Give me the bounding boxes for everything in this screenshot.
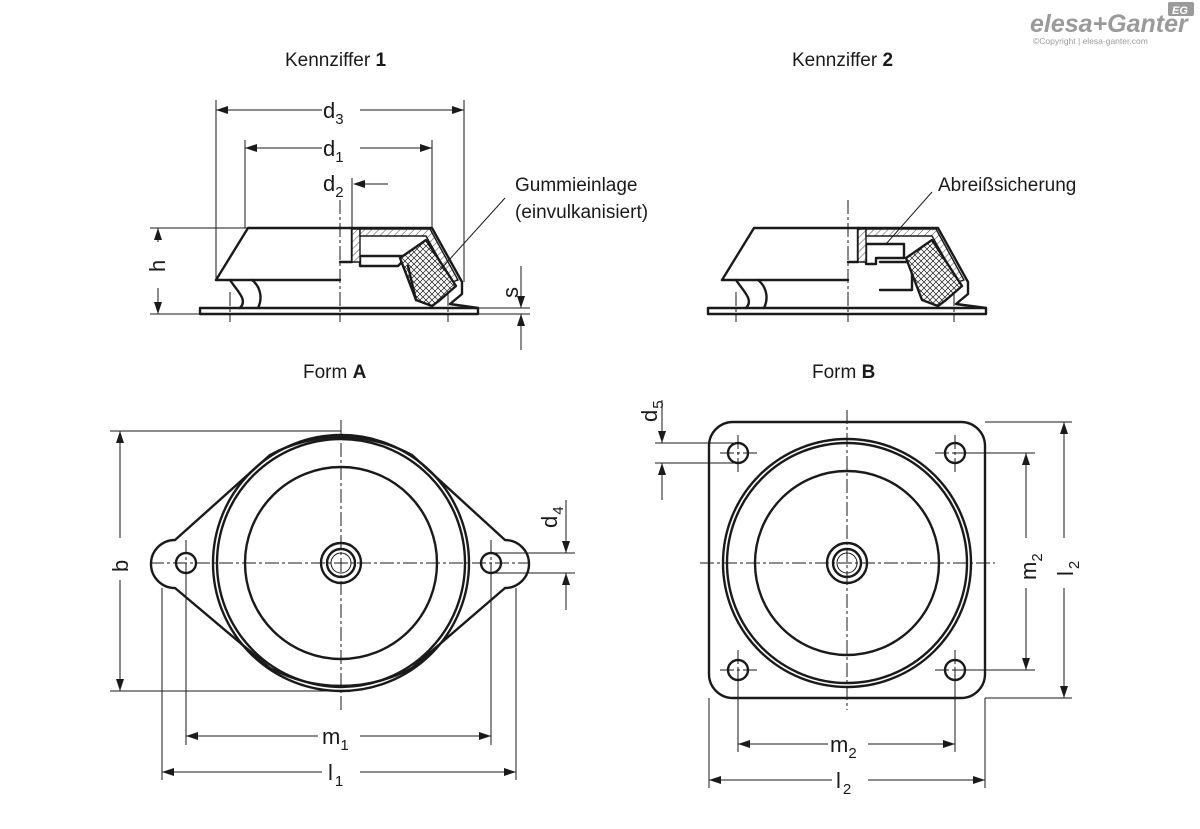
callout-gummieinlage-1: Gummieinlage bbox=[515, 175, 638, 196]
label-d2: d2 bbox=[323, 171, 344, 201]
label-h: h bbox=[145, 260, 170, 272]
title-kennziffer-2: Kennziffer 2 bbox=[792, 50, 893, 71]
label-m2-vertical: m2 bbox=[1016, 553, 1046, 580]
side-view-kennziffer-1 bbox=[198, 200, 480, 322]
dims-form-a bbox=[110, 430, 575, 780]
label-d4: d4 bbox=[537, 506, 567, 528]
logo-text: elesa+Ganter bbox=[1030, 10, 1189, 38]
label-d5: d5 bbox=[637, 400, 667, 422]
top-view-form-b bbox=[700, 410, 995, 710]
logo-badge-box bbox=[1168, 2, 1194, 16]
title-form-b: Form B bbox=[812, 362, 875, 383]
label-l2-vertical: l2 bbox=[1053, 561, 1083, 576]
title-kennziffer-1: Kennziffer 1 bbox=[285, 50, 386, 71]
label-b: b bbox=[108, 560, 133, 572]
dims-kennziffer-1 bbox=[150, 100, 530, 350]
side-view-kennziffer-2 bbox=[706, 191, 988, 322]
label-m1: m1 bbox=[322, 724, 349, 754]
callout-gummieinlage-2: (einvulkanisiert) bbox=[515, 202, 648, 223]
dims-form-b bbox=[655, 400, 1072, 788]
title-form-a: Form A bbox=[303, 362, 367, 383]
label-s: s bbox=[498, 287, 523, 298]
brand-logo: elesa+Ganter EG ©Copyright | elesa-gante… bbox=[1030, 2, 1194, 46]
logo-badge: EG bbox=[1172, 5, 1188, 17]
copyright-text: ©Copyright | elesa-ganter.com bbox=[1033, 36, 1148, 46]
label-m2: m2 bbox=[830, 732, 857, 762]
label-d3: d3 bbox=[323, 98, 344, 128]
top-view-form-a bbox=[149, 420, 531, 710]
callout-abreisssicherung: Abreißsicherung bbox=[938, 175, 1076, 196]
label-d1: d1 bbox=[323, 136, 344, 166]
